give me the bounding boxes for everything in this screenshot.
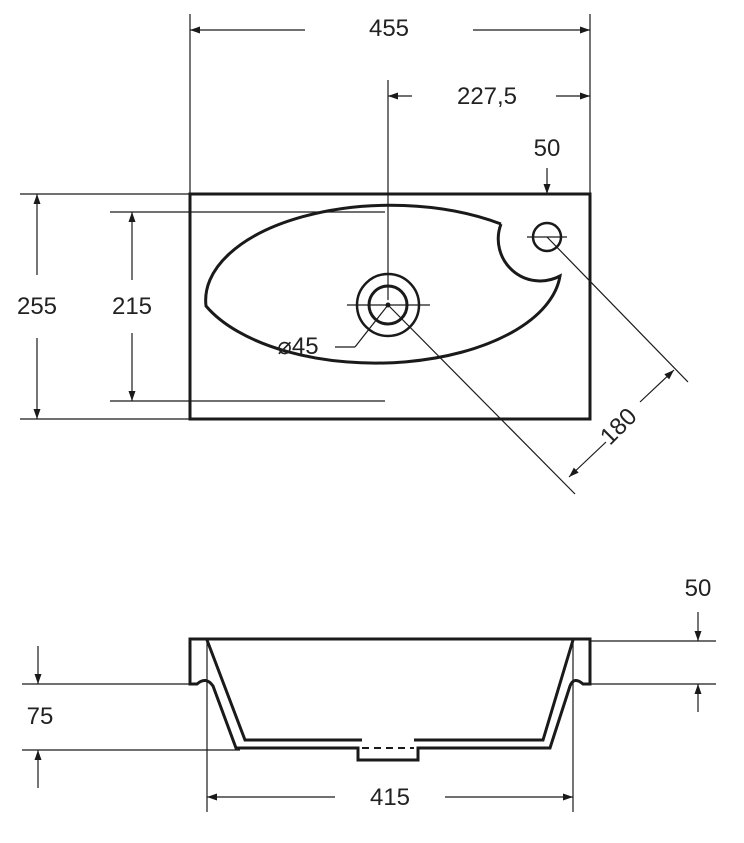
dimension-50-rim-label: 50 — [685, 575, 712, 602]
side-view: 50 75 415 — [22, 575, 716, 812]
dimension-415-label: 415 — [370, 784, 410, 811]
diameter-leader — [354, 304, 389, 348]
basin-inner-right — [414, 639, 575, 742]
dimension-75-label: 75 — [27, 703, 54, 730]
dimension-227-label: 227,5 — [457, 83, 517, 110]
dimension-180-label: 180 — [595, 403, 642, 450]
dimension-50-tap-label: 50 — [534, 135, 561, 162]
diagonal-extension-drain — [387, 304, 576, 495]
basin-profile-outer — [188, 637, 592, 762]
basin-inner-left — [205, 639, 362, 742]
dimension-215-label: 215 — [112, 293, 152, 320]
dimension-180-arrow-upper — [639, 369, 675, 403]
bowl-outline — [204, 203, 562, 365]
top-view: 455 227,5 50 ⌀45 255 — [17, 14, 689, 495]
dimension-455-label: 455 — [369, 15, 409, 42]
diagonal-extension-tap — [546, 236, 689, 383]
diameter-label: ⌀45 — [277, 333, 318, 360]
dimension-180-arrow-lower — [568, 441, 607, 478]
dimension-255-label: 255 — [17, 293, 57, 320]
basin-outline-top — [188, 192, 592, 421]
